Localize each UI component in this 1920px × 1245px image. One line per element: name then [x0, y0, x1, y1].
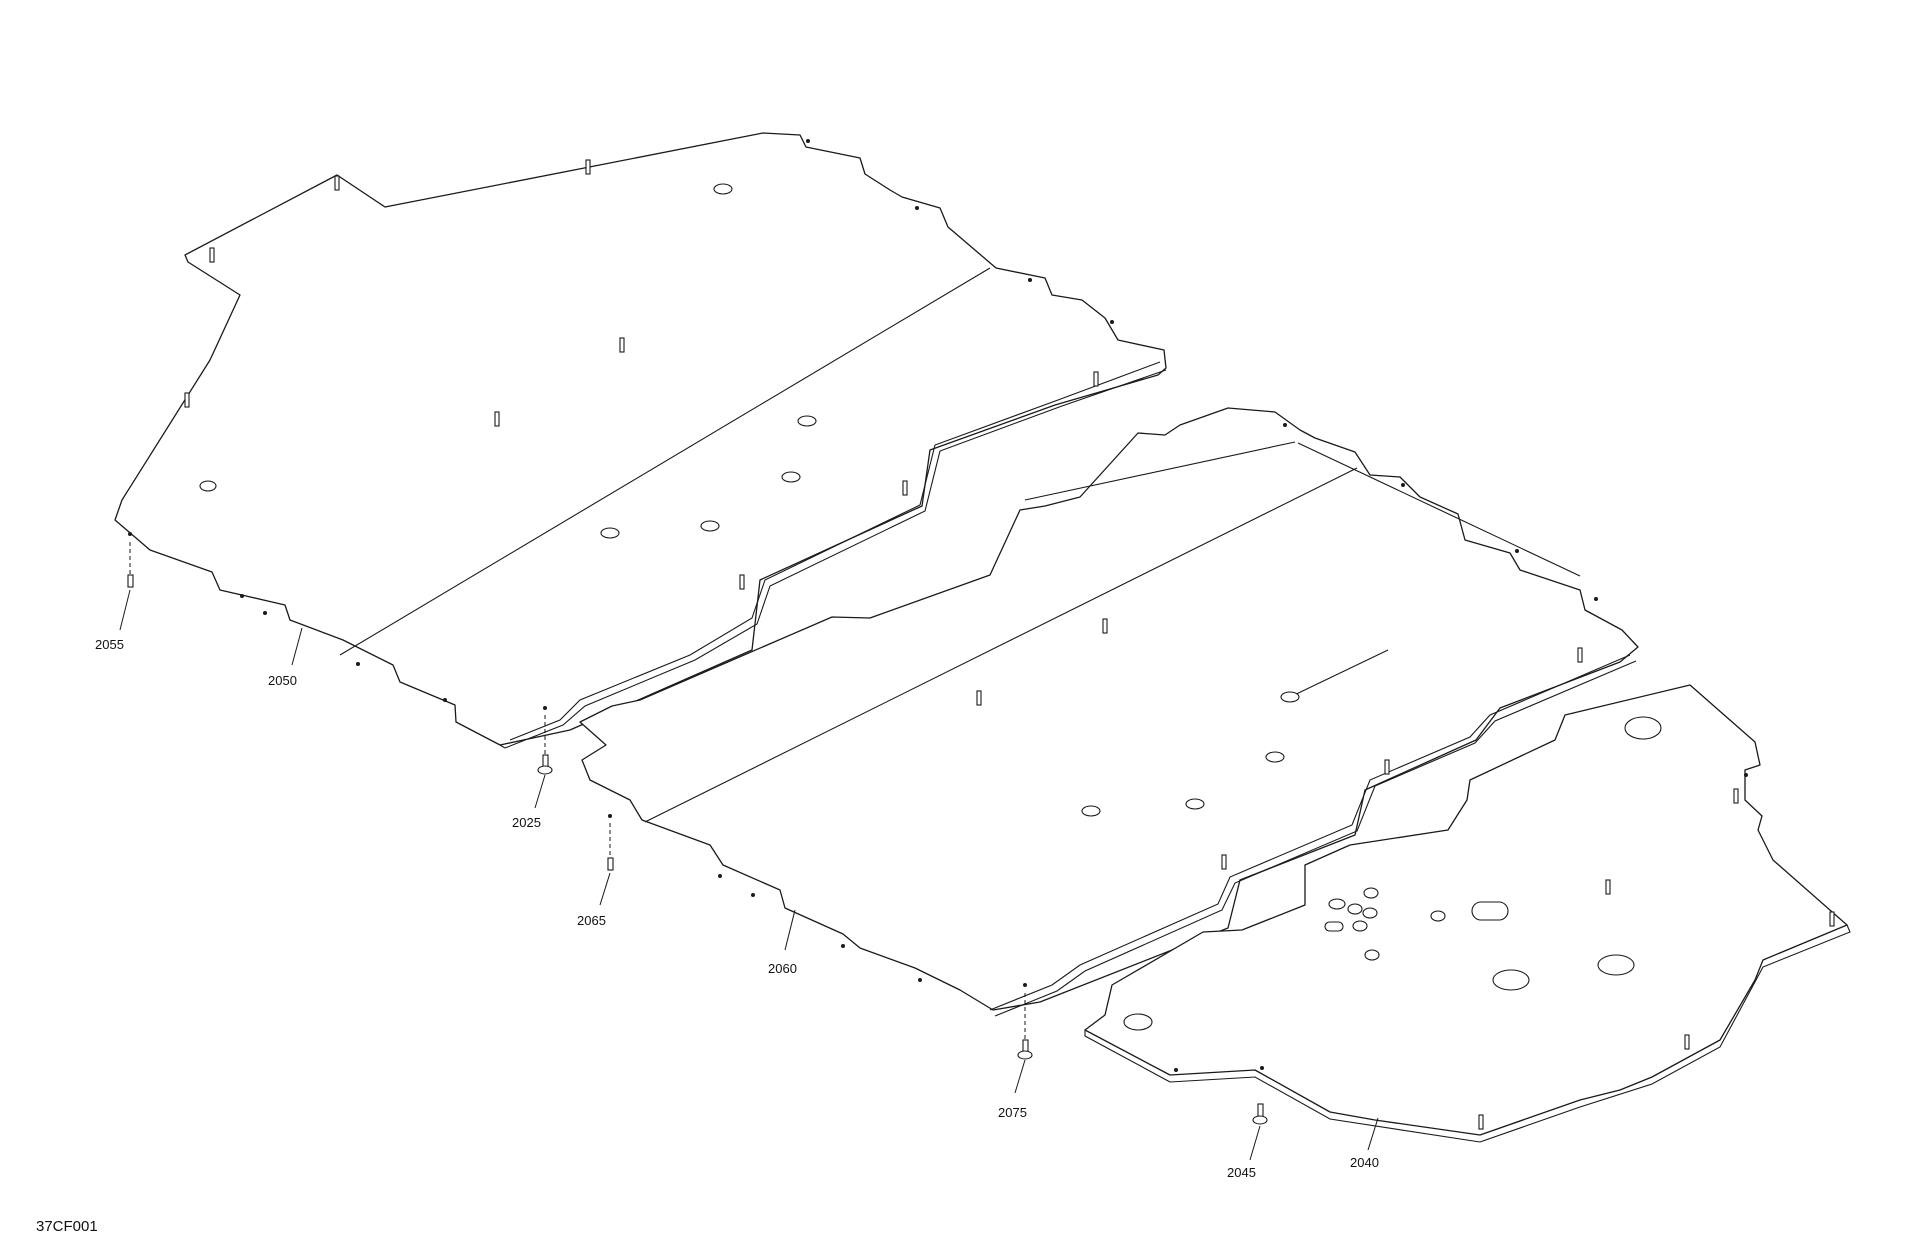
fastener-2055 [127, 542, 134, 588]
callout-2055: 2055 [95, 637, 124, 652]
callout-2045: 2045 [1227, 1165, 1256, 1180]
callout-2025: 2025 [512, 815, 541, 830]
leader-lines [119, 589, 1379, 1161]
callout-2075: 2075 [998, 1105, 1027, 1120]
callout-2040: 2040 [1350, 1155, 1379, 1170]
belly-panel-2040 [1084, 684, 1851, 1143]
floor-panel-2060 [579, 407, 1639, 1017]
fastener-2025 [537, 715, 553, 775]
diagram-reference-code: 37CF001 [36, 1218, 98, 1235]
callout-2050: 2050 [268, 673, 297, 688]
fastener-2065 [607, 823, 614, 871]
fastener-2045 [1252, 1103, 1268, 1125]
floor-panel-2050 [114, 132, 1167, 749]
callout-2065: 2065 [577, 913, 606, 928]
fastener-2075 [1017, 993, 1033, 1060]
callout-2060: 2060 [768, 961, 797, 976]
callout-labels: 2055 2050 2025 2065 2060 2075 2045 2040 [95, 637, 1379, 1180]
